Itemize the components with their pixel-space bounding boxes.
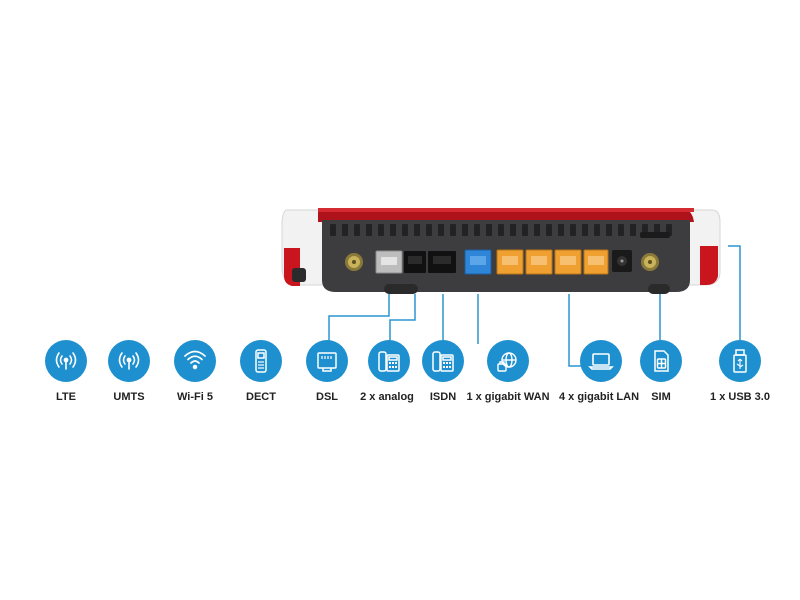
router-foot-left	[384, 284, 418, 294]
wifi-icon	[174, 340, 216, 382]
router-vents	[330, 224, 672, 236]
label-usb: 1 x USB 3.0	[710, 391, 770, 403]
antenna-connector-right	[641, 253, 659, 271]
connector-line-analog	[389, 294, 416, 344]
label-isdn: ISDN	[429, 391, 457, 403]
router-right-cap-red	[700, 246, 718, 285]
connector-line-dsl	[328, 294, 390, 344]
label-wan: 1 x gigabit WAN	[466, 391, 550, 403]
router-foot-right	[648, 284, 670, 294]
sim-card-icon	[640, 340, 682, 382]
antenna-connector-left	[345, 253, 363, 271]
connector-line-lan	[568, 294, 583, 367]
sim-slot	[640, 232, 670, 238]
lan-ports	[496, 249, 609, 275]
connector-lines	[328, 245, 741, 367]
lte-icon	[45, 340, 87, 382]
globe-icon	[487, 340, 529, 382]
connector-line-usb	[728, 245, 741, 344]
laptop-icon	[580, 340, 622, 382]
label-lte: LTE	[56, 391, 76, 403]
label-dect: DECT	[246, 391, 276, 403]
usb-stick-icon	[719, 340, 761, 382]
label-wifi: Wi-Fi 5	[177, 391, 213, 403]
label-sim: SIM	[651, 391, 671, 403]
label-lan: 4 x gigabit LAN	[558, 391, 640, 403]
router-left-foot	[292, 268, 306, 282]
label-dsl: DSL	[316, 391, 338, 403]
label-analog: 2 x analog	[360, 391, 414, 403]
cordless-phone-icon	[240, 340, 282, 382]
desk-phone-icon-isdn	[422, 340, 464, 382]
desk-phone-icon-analog	[368, 340, 410, 382]
label-umts: UMTS	[113, 391, 145, 403]
rj-port-icon	[306, 340, 348, 382]
umts-icon	[108, 340, 150, 382]
